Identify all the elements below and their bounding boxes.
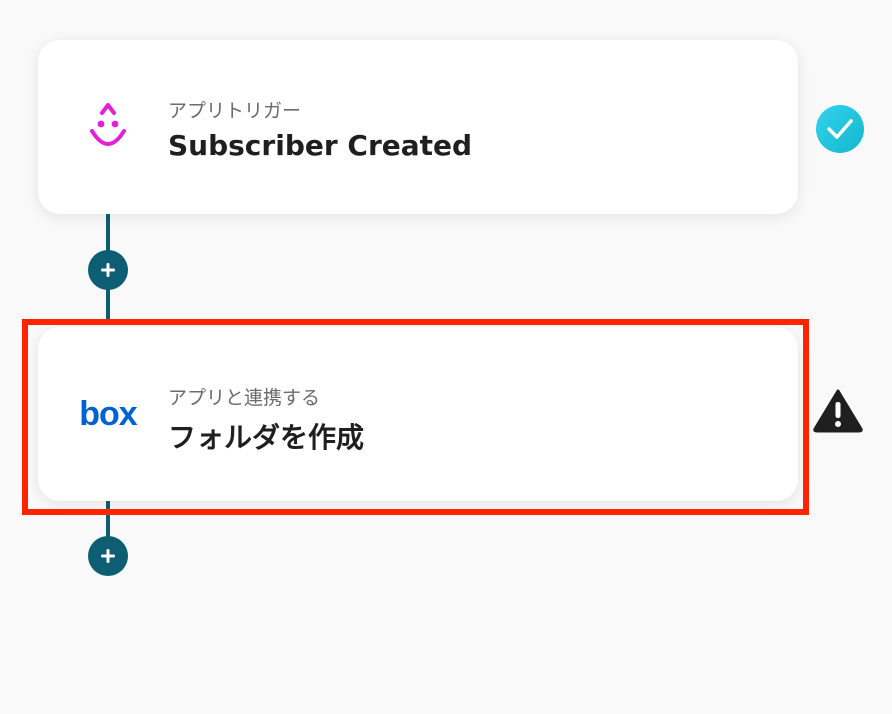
plus-icon: [101, 549, 115, 563]
step-type-label: アプリと連携する: [168, 387, 321, 409]
box-logo-icon: box: [78, 384, 138, 444]
highlight-frame: [22, 319, 809, 515]
drip-logo-icon: [78, 97, 138, 157]
check-circle-icon: [815, 104, 865, 158]
step-action-title: Subscriber Created: [168, 129, 473, 162]
add-step-button-1[interactable]: [88, 250, 128, 290]
plus-icon: [101, 263, 115, 277]
add-step-button-2[interactable]: [88, 536, 128, 576]
connector-line-bottom: [106, 500, 110, 550]
warning-icon: [812, 387, 864, 437]
box-logo-text: box: [79, 394, 137, 433]
trigger-step-card[interactable]: アプリトリガー Subscriber Created: [38, 40, 798, 214]
step-type-label: アプリトリガー: [168, 100, 302, 122]
action-step-card[interactable]: box アプリと連携する フォルダを作成: [38, 327, 798, 501]
step-action-title: フォルダを作成: [168, 421, 365, 454]
